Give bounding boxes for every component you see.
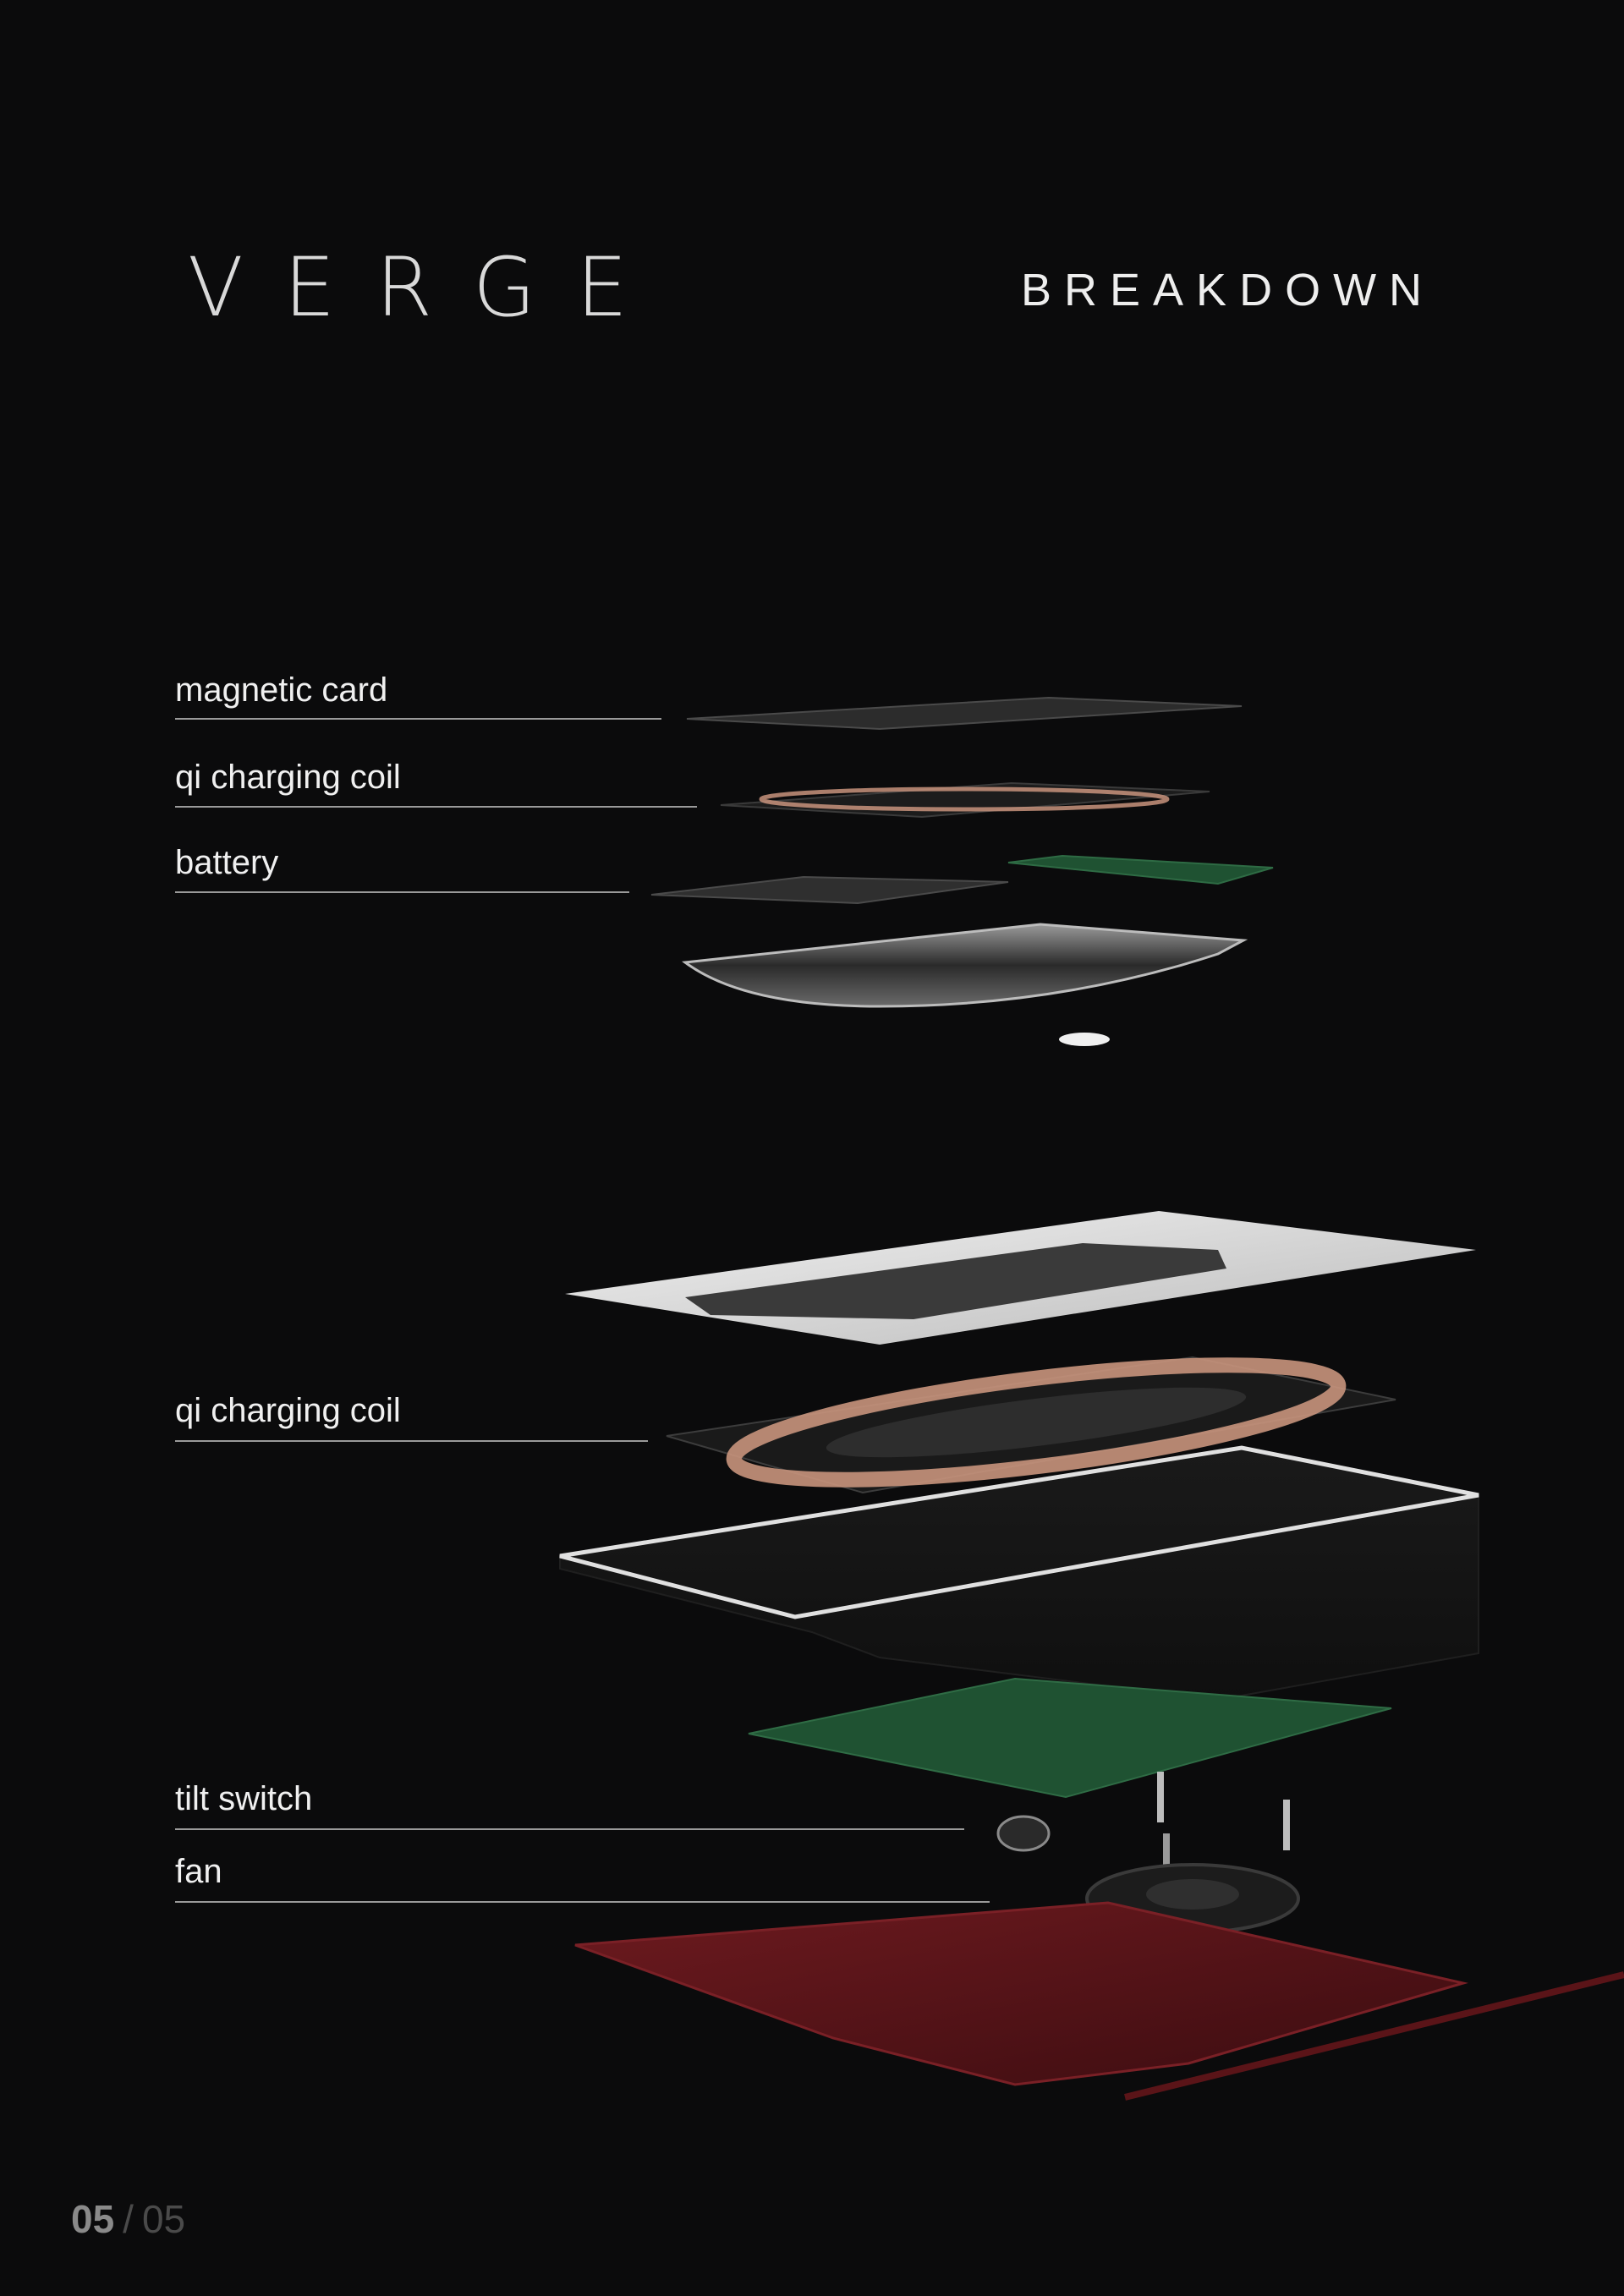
callout-label-magnetic-card: magnetic card <box>175 671 388 709</box>
fan-hub-shape <box>1146 1879 1239 1910</box>
upper-tray-shape <box>682 923 1248 1008</box>
callout-label-qi-charging-coil-main: qi charging coil <box>175 1392 401 1429</box>
page-separator: / <box>123 2197 134 2241</box>
small-pcb-shape <box>1007 854 1274 885</box>
housing-rim-shape <box>559 1445 1479 1619</box>
callout-line-battery <box>175 891 629 893</box>
callout-line-qi-charging-coil-main <box>175 1440 648 1442</box>
screw-shape <box>1157 1772 1164 1822</box>
cover-recess-shape <box>685 1243 1226 1319</box>
main-pcb-shape <box>748 1677 1392 1799</box>
callout-label-tilt-switch: tilt switch <box>175 1780 313 1817</box>
callout-label-battery: battery <box>175 844 279 881</box>
battery-shape <box>650 875 1009 905</box>
screw-shape <box>1283 1800 1290 1850</box>
magnet-disc-shape <box>1059 1033 1110 1046</box>
callout-line-qi-charging-coil-top <box>175 806 697 808</box>
main-coil-inner-shape <box>826 1387 1247 1458</box>
cable-shape <box>1124 1971 1624 2101</box>
screw-shape <box>1163 1833 1170 1884</box>
total-pages: 05 <box>141 2197 186 2241</box>
callout-label-qi-charging-coil-top: qi charging coil <box>175 759 401 796</box>
housing-box-shape <box>559 1446 1479 1701</box>
section-title: BREAKDOWN <box>1021 265 1435 315</box>
verge-logo: VERGE <box>188 240 669 335</box>
callout-label-fan: fan <box>175 1853 222 1890</box>
callout-line-tilt-switch <box>175 1828 964 1830</box>
callout-line-magnetic-card <box>175 718 661 720</box>
callout-line-fan <box>175 1901 990 1903</box>
base-plate-shape <box>574 1901 1468 2086</box>
page-number: 05/05 <box>71 2200 185 2238</box>
small-coil-ring-shape <box>759 786 1170 812</box>
magnetic-card-shape <box>686 696 1243 731</box>
main-coil-ring-shape <box>726 1357 1347 1488</box>
tilt-switch-shape <box>996 1815 1051 1852</box>
current-page: 05 <box>71 2197 115 2241</box>
